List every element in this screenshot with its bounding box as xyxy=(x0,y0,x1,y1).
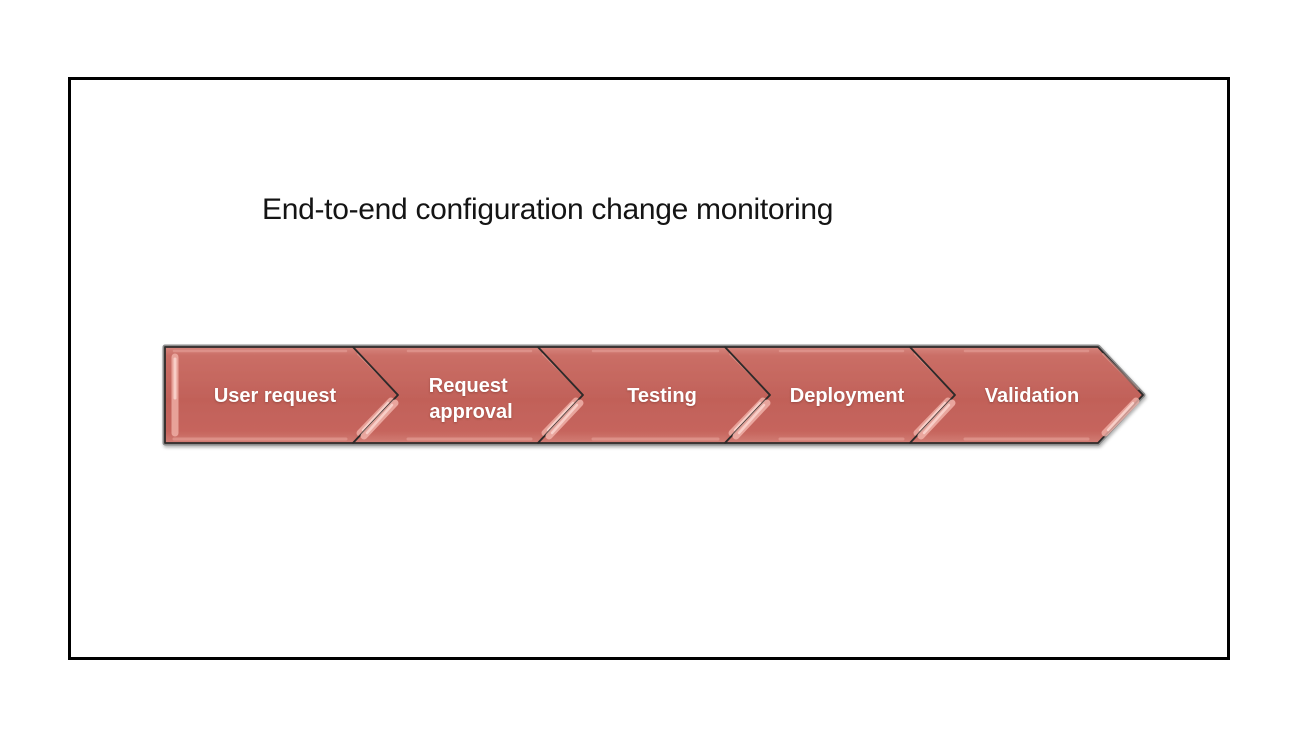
step-label: Testing xyxy=(627,385,697,407)
step-label: Deployment xyxy=(790,385,905,407)
step-label-line: Testing xyxy=(627,385,697,407)
gloss-highlight xyxy=(550,403,579,435)
gloss-highlight xyxy=(737,403,766,435)
step-label-line: Deployment xyxy=(790,385,905,407)
step-request-approval[interactable]: Request approval xyxy=(352,346,584,444)
gloss-highlight xyxy=(918,401,947,432)
gloss-highlight xyxy=(733,401,762,432)
gloss-highlight xyxy=(1106,401,1135,432)
step-label: Validation xyxy=(985,385,1079,407)
step-label-line: Validation xyxy=(985,385,1079,407)
step-testing[interactable]: Testing xyxy=(537,346,771,444)
step-validation[interactable]: Validation xyxy=(909,346,1144,444)
step-label-line: approval xyxy=(429,401,512,423)
step-user-request[interactable]: User request xyxy=(164,346,399,444)
step-label: User request xyxy=(214,385,337,407)
gloss-highlight xyxy=(1102,353,1139,390)
diagram-title: End-to-end configuration change monitori… xyxy=(262,193,834,226)
step-label-line: Request xyxy=(429,375,508,397)
step-label: Request approval xyxy=(429,375,513,423)
step-deployment[interactable]: Deployment xyxy=(724,346,956,444)
gloss-highlight xyxy=(365,403,394,435)
step-validation-shape[interactable] xyxy=(909,346,1144,444)
gloss-highlight xyxy=(922,403,951,435)
gloss-highlight xyxy=(546,401,575,432)
process-arrow-diagram: User request Request approval xyxy=(162,344,1146,446)
step-label-line: User request xyxy=(214,385,337,407)
gloss-highlight xyxy=(361,401,390,432)
